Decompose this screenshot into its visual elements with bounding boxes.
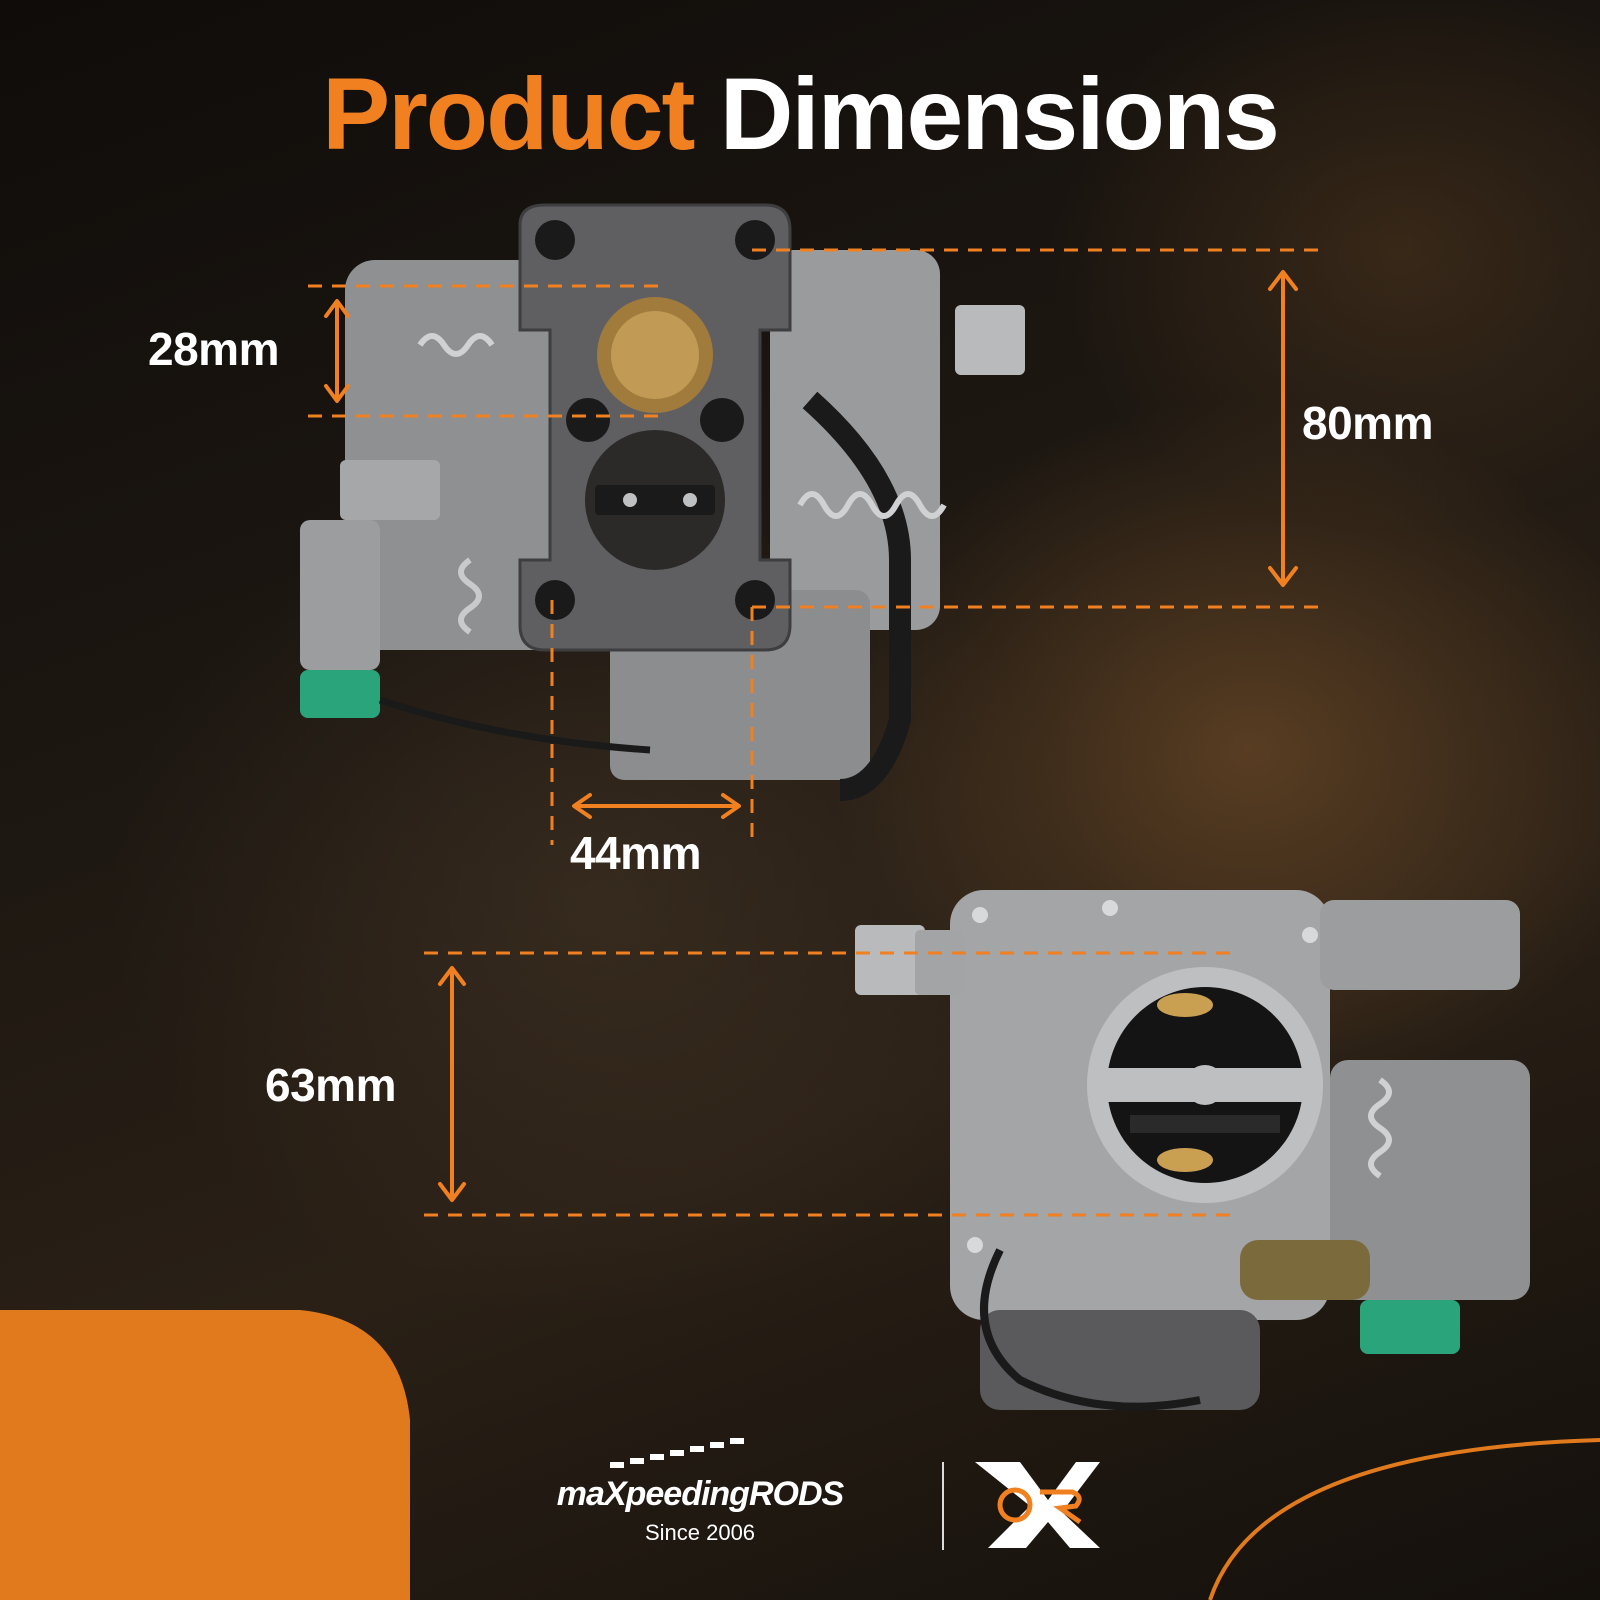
dimension-label-44mm: 44mm bbox=[570, 827, 701, 879]
dimension-label-28mm: 28mm bbox=[148, 323, 279, 375]
dimension-label-80mm: 80mm bbox=[1302, 397, 1433, 449]
page-title: Product Dimensions bbox=[0, 58, 1600, 170]
carburetor-top-view bbox=[300, 203, 1025, 801]
title-word-product: Product bbox=[322, 57, 695, 171]
brand-logo: maXpeedingRODS Since 2006 bbox=[500, 1475, 900, 1546]
brand-divider bbox=[942, 1462, 944, 1550]
carburetor-bottom-view bbox=[855, 890, 1530, 1411]
title-word-dimensions: Dimensions bbox=[719, 57, 1280, 171]
arrow-63mm bbox=[438, 966, 466, 1202]
dimension-label-63mm: 63mm bbox=[265, 1059, 396, 1111]
arrow-28mm bbox=[324, 299, 350, 403]
arrow-44mm bbox=[572, 793, 741, 819]
dimension-lines bbox=[308, 248, 1320, 1217]
checker-flag-icon bbox=[610, 1438, 744, 1468]
arrow-80mm bbox=[1268, 270, 1298, 587]
brand-since: Since 2006 bbox=[644, 1520, 756, 1545]
dimension-arrows bbox=[324, 270, 1298, 1202]
brand-badge-icon bbox=[975, 1462, 1100, 1548]
corner-arc-right bbox=[1208, 1438, 1600, 1600]
brand-name: maXpeedingRODS bbox=[556, 1475, 844, 1513]
corner-shape-left bbox=[0, 1310, 410, 1600]
